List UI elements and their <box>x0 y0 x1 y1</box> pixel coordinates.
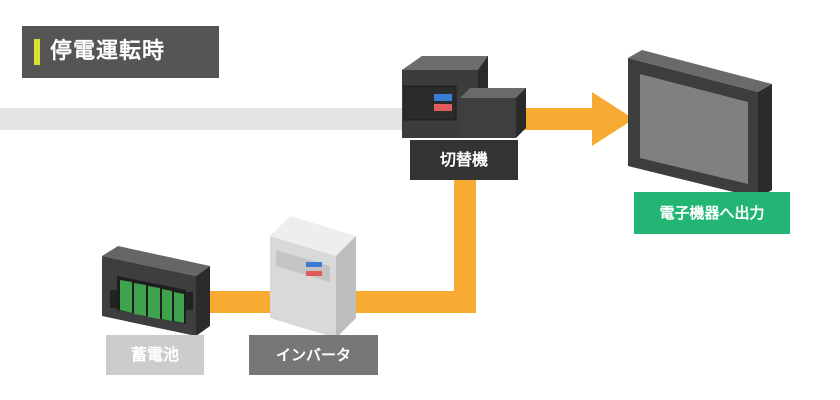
flow-inverter-to-switch-horizontal <box>352 291 476 313</box>
inverter-device <box>270 216 356 338</box>
battery-device <box>102 246 210 336</box>
title-accent-bar <box>34 39 40 65</box>
switch-device <box>402 56 526 138</box>
inactive-grid-line <box>0 108 412 130</box>
flow-inverter-to-switch-vertical <box>454 178 476 313</box>
switch-label: 切替機 <box>410 140 518 180</box>
flow-output-arrowhead <box>592 92 634 146</box>
page-title: 停電運転時 <box>50 39 166 64</box>
flow-switch-to-output <box>518 108 596 130</box>
battery-label: 蓄電池 <box>106 335 204 375</box>
flow-battery-to-inverter <box>195 291 275 313</box>
inverter-label: インバータ <box>249 335 378 375</box>
page-title-box: 停電運転時 <box>22 26 219 78</box>
output-label: 電子機器へ出力 <box>634 192 790 234</box>
monitor-device <box>628 50 772 198</box>
